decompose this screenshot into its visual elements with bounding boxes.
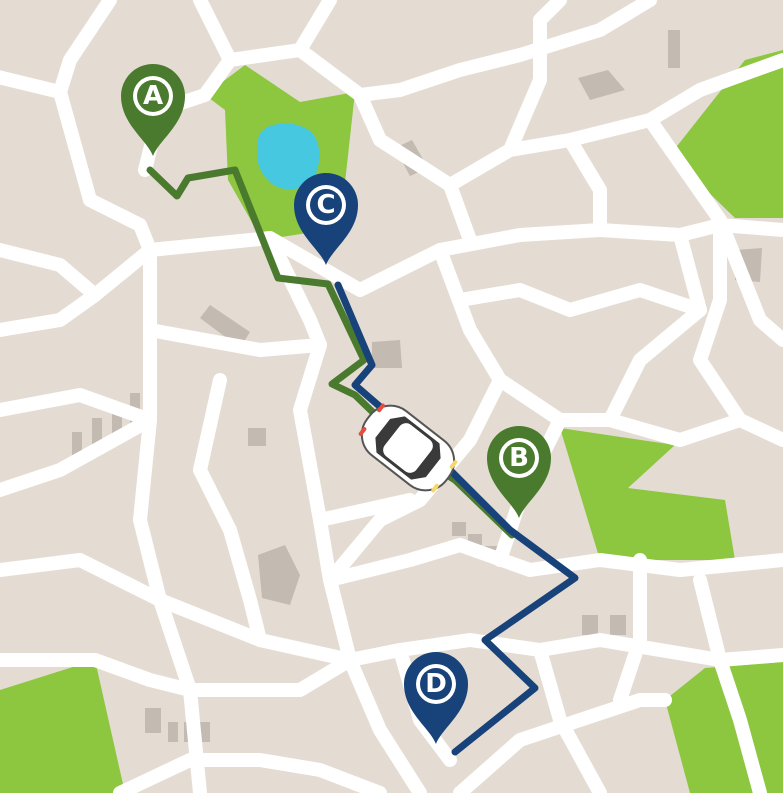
park-east xyxy=(560,428,735,560)
building xyxy=(582,615,598,635)
building xyxy=(72,432,82,462)
road xyxy=(563,133,607,237)
building xyxy=(452,522,466,536)
road xyxy=(193,0,337,67)
road xyxy=(693,573,767,793)
building xyxy=(168,722,178,742)
building xyxy=(578,70,625,100)
road xyxy=(453,283,707,317)
building xyxy=(248,428,266,446)
building xyxy=(258,545,300,605)
route-c-d xyxy=(334,281,579,756)
park-northeast xyxy=(670,50,783,218)
building xyxy=(668,30,680,68)
road xyxy=(613,553,647,707)
marker-label-a: A xyxy=(143,81,163,111)
road xyxy=(0,553,357,667)
marker-a[interactable]: A xyxy=(121,64,185,156)
building xyxy=(92,418,102,452)
road xyxy=(643,113,783,347)
road xyxy=(193,373,267,647)
building xyxy=(372,340,402,368)
building xyxy=(112,404,122,440)
road xyxy=(113,753,387,793)
marker-c[interactable]: C xyxy=(294,173,358,265)
road xyxy=(353,88,477,247)
road xyxy=(183,633,783,697)
road xyxy=(0,388,157,427)
road xyxy=(453,693,672,793)
pond xyxy=(257,123,320,190)
car-icon[interactable] xyxy=(351,395,464,501)
building xyxy=(145,708,161,733)
road xyxy=(143,218,783,297)
park-southwest xyxy=(0,660,125,793)
road xyxy=(143,323,327,357)
road xyxy=(433,243,783,447)
road xyxy=(313,493,417,527)
building xyxy=(610,615,626,635)
marker-d[interactable]: D xyxy=(404,652,468,744)
road xyxy=(133,243,207,793)
road xyxy=(503,0,567,157)
marker-b[interactable]: B xyxy=(487,426,551,518)
road xyxy=(0,413,157,497)
road xyxy=(0,243,102,302)
road xyxy=(533,643,607,793)
road xyxy=(323,538,783,587)
road xyxy=(603,228,707,427)
road xyxy=(443,53,783,192)
building xyxy=(200,305,250,348)
road xyxy=(0,0,117,99)
road xyxy=(693,218,747,427)
road xyxy=(0,653,197,697)
road xyxy=(323,373,507,587)
marker-label-c: C xyxy=(316,190,335,220)
marker-label-b: B xyxy=(509,443,529,473)
marker-label-d: D xyxy=(425,669,447,699)
road xyxy=(53,85,157,257)
road xyxy=(0,243,157,337)
building xyxy=(200,722,210,742)
